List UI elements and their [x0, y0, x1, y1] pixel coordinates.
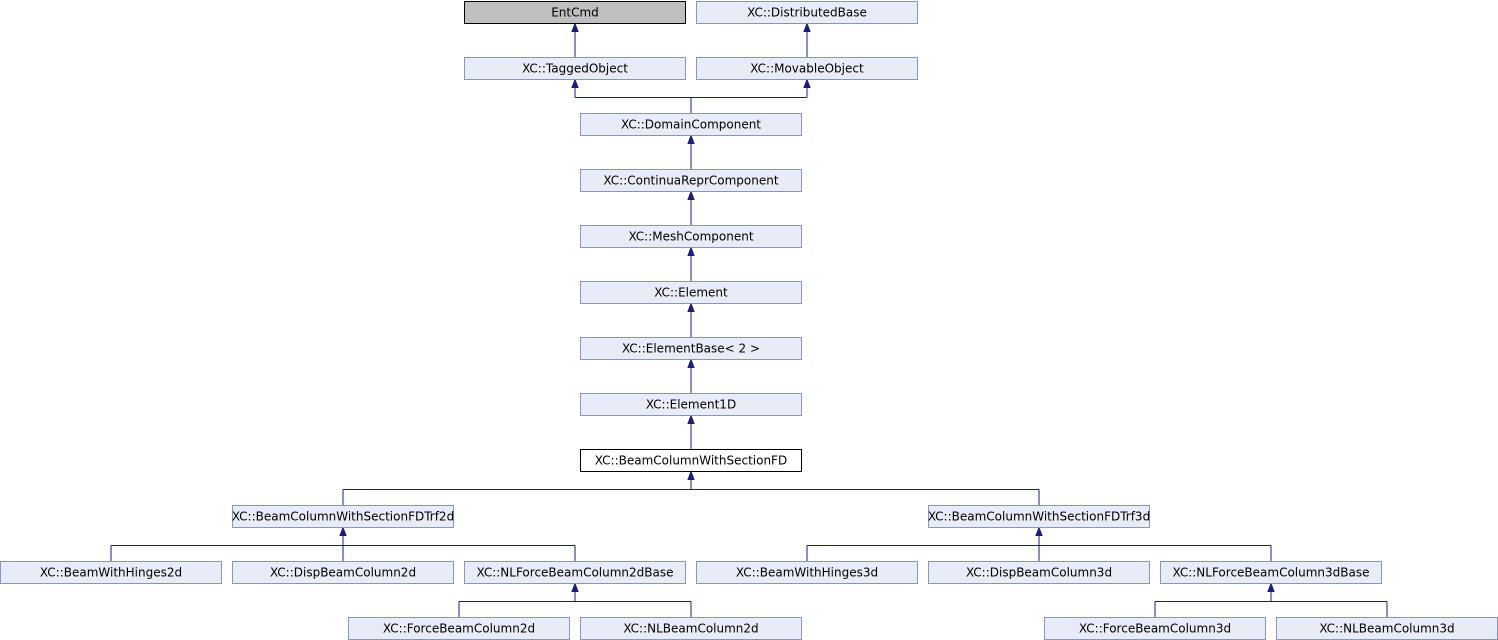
class-node-box [580, 337, 802, 360]
class-node-label: XC::DomainComponent [621, 118, 761, 132]
inheritance-arrowhead [803, 22, 811, 32]
class-node-box [580, 281, 802, 304]
class-node-label: XC::TaggedObject [522, 62, 628, 76]
class-node-label: XC::DispBeamColumn2d [270, 566, 416, 580]
class-node-label: XC::NLBeamColumn2d [623, 622, 758, 636]
class-node-box [580, 393, 802, 416]
class-node-hinges3d[interactable]: XC::BeamWithHinges3d [696, 561, 918, 584]
class-node-label: XC::Element [654, 286, 728, 300]
class-node-elembase[interactable]: XC::ElementBase< 2 > [580, 337, 802, 360]
class-node-nlbeam3d[interactable]: XC::NLBeamColumn3d [1276, 617, 1498, 640]
class-node-box [696, 57, 918, 80]
class-node-hinges2d[interactable]: XC::BeamWithHinges2d [0, 561, 222, 584]
class-node-trf3d[interactable]: XC::BeamColumnWithSectionFDTrf3d [928, 505, 1150, 528]
inheritance-arrowhead [687, 470, 695, 480]
class-node-disp3d[interactable]: XC::DispBeamColumn3d [928, 561, 1150, 584]
class-node-label: XC::BeamColumnWithSectionFDTrf3d [928, 510, 1150, 524]
class-node-box [580, 169, 802, 192]
class-node-box [696, 1, 918, 24]
class-node-nlf3dbase[interactable]: XC::NLForceBeamColumn3dBase [1160, 561, 1382, 584]
inheritance-arrowhead [571, 78, 579, 88]
class-node-nlbeam2d[interactable]: XC::NLBeamColumn2d [580, 617, 802, 640]
inheritance-arrowhead [339, 526, 347, 536]
class-node-disp2d[interactable]: XC::DispBeamColumn2d [232, 561, 454, 584]
class-node-distbase[interactable]: XC::DistributedBase [696, 1, 918, 24]
inheritance-arrowhead [687, 302, 695, 312]
inheritance-arrowhead [571, 22, 579, 32]
class-node-box [580, 113, 802, 136]
class-node-box [232, 505, 454, 528]
class-node-contrepr[interactable]: XC::ContinuaReprComponent [580, 169, 802, 192]
class-node-label: XC::DistributedBase [747, 6, 867, 20]
class-node-label: XC::BeamColumnWithSectionFD [595, 454, 787, 468]
class-node-label: XC::NLForceBeamColumn2dBase [476, 566, 673, 580]
class-node-box [464, 1, 686, 24]
class-node-label: XC::MovableObject [750, 62, 864, 76]
class-node-label: XC::NLForceBeamColumn3dBase [1172, 566, 1369, 580]
class-node-label: XC::BeamWithHinges3d [736, 566, 878, 580]
class-node-meshcomp[interactable]: XC::MeshComponent [580, 225, 802, 248]
inheritance-arrowhead [1035, 526, 1043, 536]
inheritance-arrowhead [687, 190, 695, 200]
class-node-label: XC::ElementBase< 2 > [622, 342, 760, 356]
class-node-label: XC::ForceBeamColumn3d [1079, 622, 1231, 636]
inheritance-arrowhead [571, 582, 579, 592]
inheritance-arrowhead [803, 78, 811, 88]
class-node-box [696, 561, 918, 584]
class-node-movable[interactable]: XC::MovableObject [696, 57, 918, 80]
class-node-label: EntCmd [551, 6, 599, 20]
class-node-label: XC::Element1D [646, 398, 736, 412]
class-node-box [928, 561, 1150, 584]
class-node-label: XC::ForceBeamColumn2d [383, 622, 535, 636]
class-node-force2d[interactable]: XC::ForceBeamColumn2d [348, 617, 570, 640]
inheritance-arrowhead [687, 358, 695, 368]
class-node-box [232, 561, 454, 584]
inheritance-arrowhead [1267, 582, 1275, 592]
class-node-box [0, 561, 222, 584]
class-node-box [580, 449, 802, 472]
class-node-elem1d[interactable]: XC::Element1D [580, 393, 802, 416]
class-node-label: XC::ContinuaReprComponent [603, 174, 778, 188]
class-node-label: XC::MeshComponent [628, 230, 753, 244]
inheritance-arrowhead [687, 134, 695, 144]
class-node-element[interactable]: XC::Element [580, 281, 802, 304]
class-node-nlf2dbase[interactable]: XC::NLForceBeamColumn2dBase [464, 561, 686, 584]
class-node-label: XC::NLBeamColumn3d [1319, 622, 1454, 636]
class-node-box [928, 505, 1150, 528]
inheritance-arrowhead [687, 246, 695, 256]
class-node-domcomp[interactable]: XC::DomainComponent [580, 113, 802, 136]
class-node-box [464, 561, 686, 584]
class-node-box [464, 57, 686, 80]
class-node-force3d[interactable]: XC::ForceBeamColumn3d [1044, 617, 1266, 640]
class-node-trf2d[interactable]: XC::BeamColumnWithSectionFDTrf2d [232, 505, 454, 528]
edges-layer [110, 22, 1388, 618]
class-node-box [580, 225, 802, 248]
class-node-label: XC::DispBeamColumn3d [966, 566, 1112, 580]
class-node-label: XC::BeamWithHinges2d [40, 566, 182, 580]
class-node-tagged[interactable]: XC::TaggedObject [464, 57, 686, 80]
class-node-label: XC::BeamColumnWithSectionFDTrf2d [232, 510, 454, 524]
inheritance-arrowhead [687, 414, 695, 424]
class-node-box [1160, 561, 1382, 584]
class-node-entcmd[interactable]: EntCmd [464, 1, 686, 24]
class-node-bcwsfd[interactable]: XC::BeamColumnWithSectionFD [580, 449, 802, 472]
